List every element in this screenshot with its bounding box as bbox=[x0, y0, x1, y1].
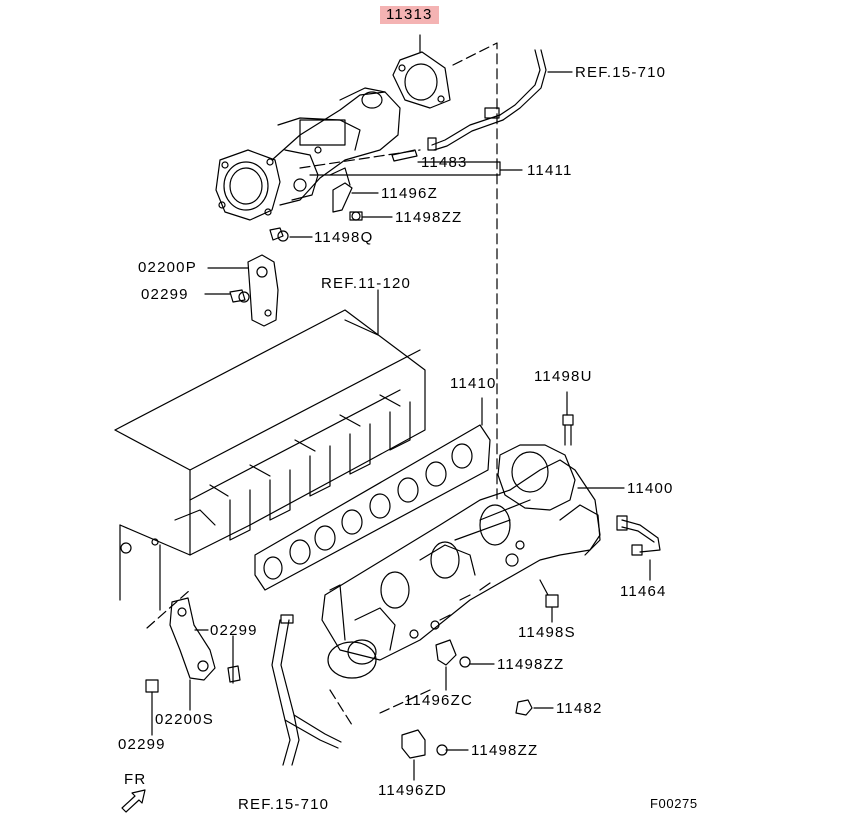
nut-11482[interactable] bbox=[515, 699, 533, 716]
label-11313[interactable]: 11313 bbox=[380, 6, 439, 24]
bracket-02200S[interactable] bbox=[169, 597, 216, 681]
intake-manifold-gasket-11410[interactable] bbox=[254, 424, 491, 591]
label-11400[interactable]: 11400 bbox=[627, 480, 674, 497]
label-11498ZZ-top[interactable]: 11498ZZ bbox=[395, 209, 463, 226]
bolt-11498ZZ-middle[interactable] bbox=[459, 656, 471, 668]
label-02299-right[interactable]: 02299 bbox=[210, 622, 258, 639]
label-11410[interactable]: 11410 bbox=[450, 375, 497, 392]
vacuum-hose-upper[interactable] bbox=[427, 49, 547, 151]
gasket-11313[interactable] bbox=[392, 51, 451, 109]
leader-lines bbox=[151, 34, 651, 781]
sensor-11464[interactable] bbox=[616, 515, 661, 556]
bolt-11498ZZ-top[interactable] bbox=[349, 211, 363, 221]
figure-code: F00275 bbox=[650, 796, 698, 811]
vacuum-hose-lower[interactable] bbox=[271, 614, 342, 766]
label-02299-left[interactable]: 02299 bbox=[118, 736, 166, 753]
cylinder-head-ref-11-120 bbox=[114, 309, 426, 611]
front-direction-label: FR bbox=[124, 771, 147, 788]
bolt-02299-left[interactable] bbox=[145, 679, 159, 693]
assembly-guide-lines bbox=[146, 42, 498, 726]
label-11498Q[interactable]: 11498Q bbox=[314, 229, 374, 246]
label-02200P[interactable]: 02200P bbox=[138, 259, 197, 276]
bolt-02299-right[interactable] bbox=[227, 665, 241, 683]
label-ref-15-710-top[interactable]: REF.15-710 bbox=[575, 64, 667, 81]
intake-manifold-11400[interactable] bbox=[321, 444, 601, 679]
bolt-02299-upper[interactable] bbox=[229, 289, 250, 303]
label-11496ZC[interactable]: 11496ZC bbox=[404, 692, 473, 709]
label-11482[interactable]: 11482 bbox=[556, 700, 603, 717]
label-11498S[interactable]: 11498S bbox=[518, 624, 576, 641]
label-11498U[interactable]: 11498U bbox=[534, 368, 593, 385]
label-11496ZD[interactable]: 11496ZD bbox=[378, 782, 447, 799]
bolt-11498Q[interactable] bbox=[269, 227, 289, 242]
bolt-11498U[interactable] bbox=[562, 414, 574, 446]
label-11498ZZ-bottom[interactable]: 11498ZZ bbox=[471, 742, 539, 759]
bracket-11496Z[interactable] bbox=[332, 182, 353, 213]
bolt-11498S[interactable] bbox=[539, 579, 559, 608]
label-11411[interactable]: 11411 bbox=[527, 162, 573, 179]
label-02200S[interactable]: 02200S bbox=[155, 711, 214, 728]
egr-valve-assembly-11411[interactable] bbox=[215, 87, 401, 221]
front-direction-arrow-icon bbox=[121, 789, 146, 813]
bracket-11496ZD[interactable] bbox=[401, 729, 426, 759]
bracket-02200P[interactable] bbox=[247, 254, 279, 327]
label-11483[interactable]: 11483 bbox=[421, 154, 468, 171]
label-11498ZZ-middle[interactable]: 11498ZZ bbox=[497, 656, 565, 673]
label-11464[interactable]: 11464 bbox=[620, 583, 667, 600]
label-02299-upper[interactable]: 02299 bbox=[141, 286, 189, 303]
bolt-11483[interactable] bbox=[391, 149, 418, 162]
bracket-11496ZC[interactable] bbox=[435, 639, 457, 666]
label-ref-15-710-bottom[interactable]: REF.15-710 bbox=[238, 796, 330, 813]
label-ref-11-120[interactable]: REF.11-120 bbox=[321, 275, 412, 292]
label-11496Z[interactable]: 11496Z bbox=[381, 185, 438, 202]
